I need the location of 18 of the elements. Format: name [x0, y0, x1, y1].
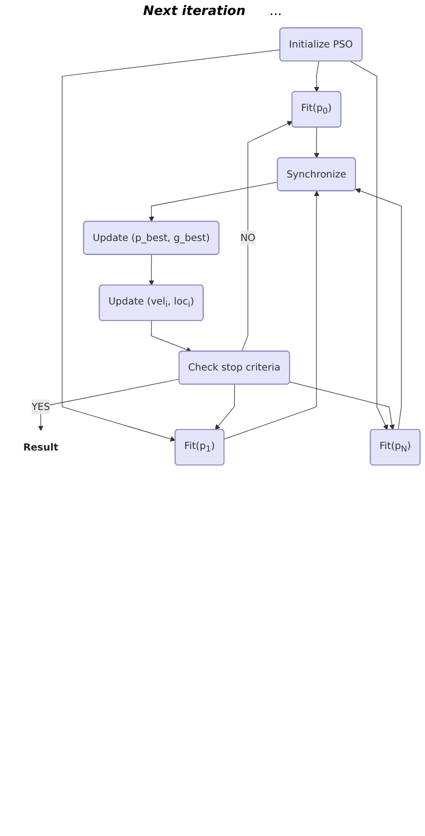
arrow	[150, 320, 192, 352]
node-text: Result	[23, 441, 58, 453]
note-text: ...	[269, 4, 282, 19]
arrow	[224, 190, 320, 440]
arrow	[148, 182, 278, 222]
arrow	[355, 188, 402, 430]
arrow	[314, 60, 320, 92]
edge-label: NO	[240, 232, 256, 244]
arrow	[350, 60, 388, 430]
arrow	[314, 127, 320, 158]
edge-label: YES	[32, 400, 50, 412]
note-text: Next iteration	[143, 4, 246, 19]
arrow	[148, 254, 154, 286]
arrow	[62, 49, 280, 442]
arrow	[214, 384, 235, 430]
arrow	[38, 378, 180, 431]
arrow	[290, 382, 395, 430]
arrow	[241, 121, 293, 352]
